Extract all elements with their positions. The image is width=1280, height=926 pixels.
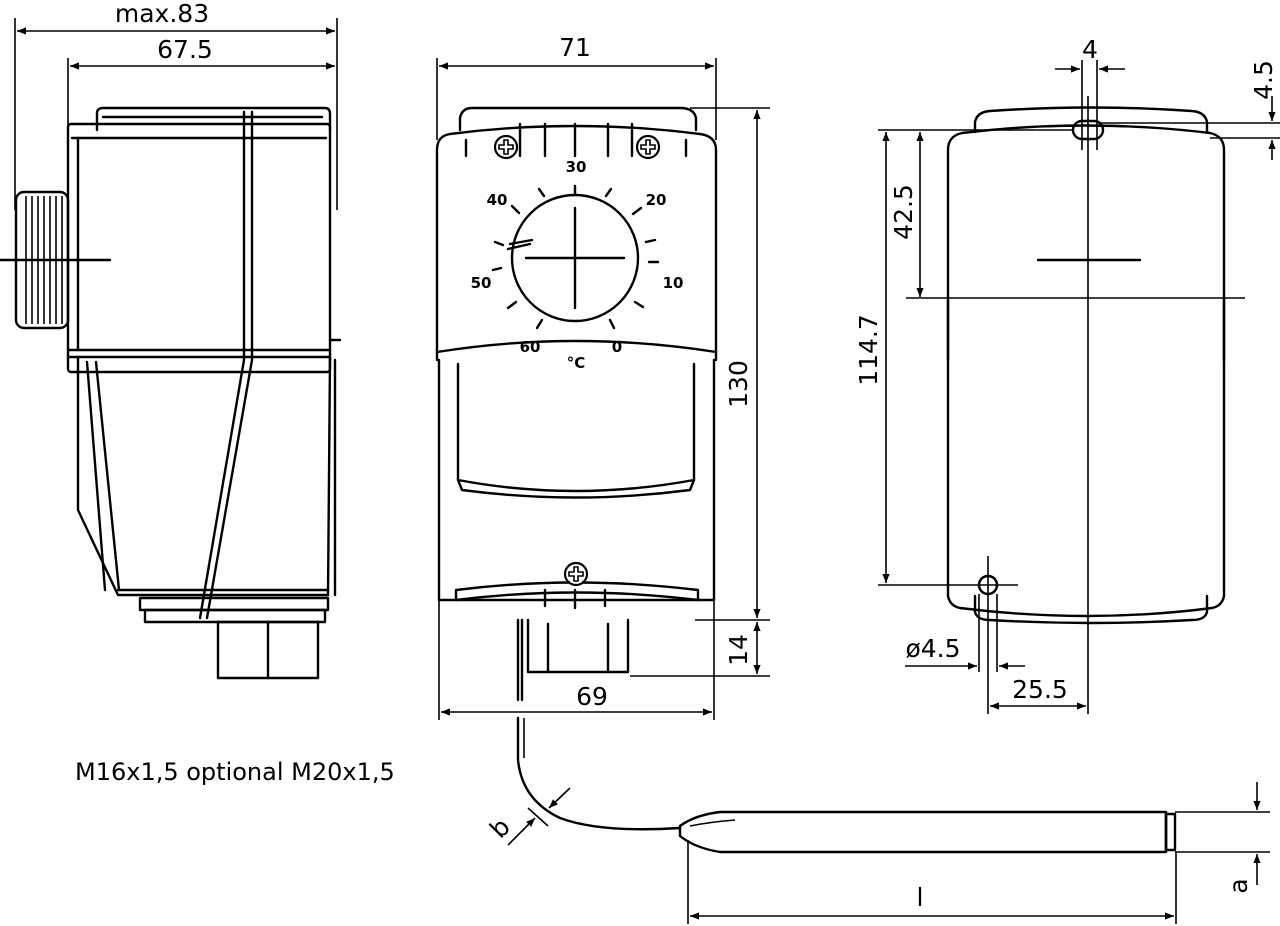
dim-130-label: 130 [724, 360, 753, 408]
dial-label-50: 50 [471, 274, 492, 292]
screw-bottom [563, 561, 589, 587]
dim-69-label: 69 [576, 682, 608, 711]
dial-label-20: 20 [646, 191, 667, 209]
dim-max83: max.83 [14, 0, 338, 210]
front-housing [435, 106, 718, 702]
dim-71-label: 71 [559, 33, 591, 62]
dim-71: 71 [436, 33, 717, 140]
side-housing [0, 106, 342, 680]
probe: b a l [484, 716, 1270, 924]
dim-4-5: 4.5 [1100, 60, 1280, 160]
probe-bulb [678, 810, 1168, 854]
dim-25-5: 25.5 [990, 675, 1086, 710]
dim-114-7: 114.7 [854, 129, 1018, 586]
dial-pointer [506, 242, 532, 251]
rear-slot-hole [1071, 119, 1105, 141]
dim-42-5: 42.5 [889, 129, 1072, 297]
dim-a: a [1175, 782, 1270, 894]
screw-top-right [635, 134, 661, 160]
front-view: 71 130 14 69 [435, 33, 770, 720]
dim-42-5-label: 42.5 [889, 184, 918, 240]
dim-b-label: b [484, 812, 516, 844]
dim-114-7-label: 114.7 [854, 314, 883, 386]
dial-label-10: 10 [663, 274, 684, 292]
dim-4: 4 [1055, 35, 1125, 150]
dim-hole-diameter-label: ø4.5 [905, 634, 960, 663]
dial-label-30: 30 [566, 158, 587, 176]
dial-unit: °C [567, 354, 586, 372]
dim-14: 14 [630, 622, 770, 677]
dial-label-60: 60 [520, 338, 541, 356]
dim-l: l [687, 840, 1177, 924]
dim-hole-diameter: ø4.5 [905, 634, 1025, 670]
dim-max83-label: max.83 [115, 0, 209, 28]
front-cable-gland [516, 618, 630, 702]
dim-a-label: a [1224, 878, 1253, 893]
dim-14-label: 14 [724, 634, 753, 666]
dial-label-40: 40 [487, 191, 508, 209]
dial-label-0: 0 [612, 338, 622, 356]
dim-4-5-label: 4.5 [1249, 60, 1278, 100]
dim-25-5-label: 25.5 [1012, 675, 1068, 704]
front-window [456, 362, 696, 493]
dim-130: 130 [690, 107, 770, 621]
temperature-dial[interactable]: 0 10 20 30 40 50 60 °C [471, 158, 684, 372]
rear-view: 4 4.5 42.5 114.7 [854, 35, 1280, 714]
dim-l-label: l [917, 883, 924, 912]
dim-67-5-label: 67.5 [157, 35, 213, 64]
dim-69: 69 [438, 590, 715, 720]
screw-top-left [493, 134, 519, 160]
rear-housing [906, 96, 1245, 714]
vent-slots [464, 122, 688, 158]
side-view: max.83 67.5 [0, 0, 342, 680]
dim-4-label: 4 [1082, 35, 1098, 64]
dial-ticks [491, 184, 660, 330]
thread-note: M16x1,5 optional M20x1,5 [75, 758, 395, 786]
dim-67-5: 67.5 [67, 35, 335, 130]
